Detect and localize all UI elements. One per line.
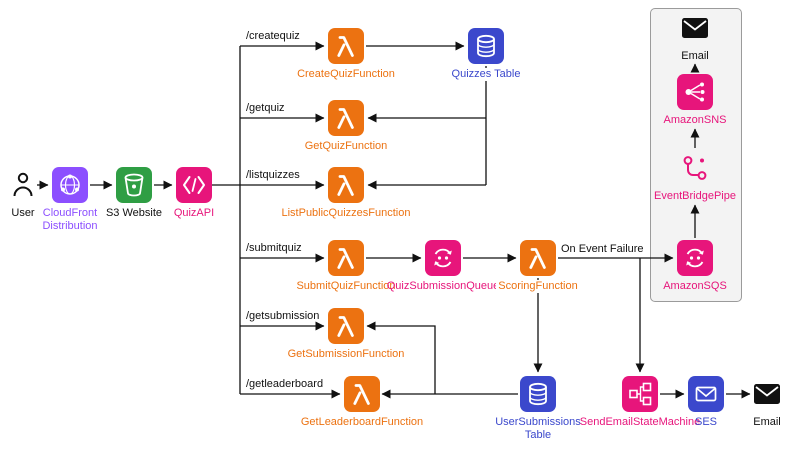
- node-label: S3 Website: [105, 207, 163, 219]
- node-label: SubmitQuizFunction: [296, 280, 396, 292]
- node-label: Email: [753, 416, 781, 428]
- node-scoring-function: ScoringFunction: [488, 240, 588, 293]
- node-label: QuizAPI: [173, 207, 215, 219]
- route-label-createquiz: /createquiz: [246, 30, 300, 42]
- email-icon: [681, 10, 709, 46]
- edge-label-on-event-failure: On Event Failure: [561, 243, 644, 255]
- node-label: ListPublicQuizzesFunction: [281, 207, 411, 219]
- node-quizapi: QuizAPI: [154, 167, 234, 220]
- node-s3-website: S3 Website: [94, 167, 174, 220]
- lambda-icon: [328, 308, 364, 344]
- node-label: CreateQuizFunction: [297, 68, 395, 80]
- ses-icon: [688, 376, 724, 412]
- node-label: EventBridgePipe: [654, 190, 736, 202]
- node-label: CloudFront Distribution: [42, 207, 98, 232]
- node-label: GetLeaderboardFunction: [300, 416, 424, 428]
- cloudfront-icon: [52, 167, 88, 203]
- api-gateway-icon: [176, 167, 212, 203]
- node-user-submissions-table: UserSubmissions Table: [490, 376, 586, 441]
- node-list-public-quizzes-function: ListPublicQuizzesFunction: [271, 167, 421, 220]
- node-label: QuizSubmissionQueue: [386, 280, 500, 292]
- node-get-quiz-function: GetQuizFunction: [286, 100, 406, 153]
- node-get-leaderboard-function: GetLeaderboardFunction: [297, 376, 427, 429]
- node-user: User: [0, 167, 46, 220]
- lambda-icon: [328, 167, 364, 203]
- node-email-failure: Email: [650, 10, 740, 63]
- node-label: Quizzes Table: [449, 68, 523, 81]
- lambda-icon: [328, 100, 364, 136]
- sqs-icon: [677, 240, 713, 276]
- node-label: User: [11, 207, 35, 219]
- node-quizzes-table: Quizzes Table: [436, 28, 536, 81]
- node-label: AmazonSNS: [663, 114, 727, 126]
- node-send-email-state-machine: SendEmailStateMachine: [575, 376, 705, 429]
- node-label: GetQuizFunction: [304, 140, 388, 152]
- dynamodb-icon: [520, 376, 556, 412]
- node-label: Email: [681, 50, 709, 62]
- node-cloudfront-distribution: CloudFront Distribution: [28, 167, 112, 232]
- route-label-getleaderboard: /getleaderboard: [246, 378, 324, 390]
- node-label: ScoringFunction: [496, 280, 580, 293]
- lambda-icon: [520, 240, 556, 276]
- step-functions-icon: [622, 376, 658, 412]
- node-amazon-sqs: AmazonSQS: [650, 240, 740, 293]
- route-label-getsubmission: /getsubmission: [246, 310, 320, 322]
- node-label: UserSubmissions Table: [495, 416, 581, 441]
- lambda-icon: [344, 376, 380, 412]
- sns-icon: [677, 74, 713, 110]
- node-amazon-sns: AmazonSNS: [650, 74, 740, 127]
- node-quiz-submission-queue: QuizSubmissionQueue: [383, 240, 503, 293]
- node-eventbridge-pipe: EventBridgePipe: [650, 150, 740, 203]
- node-email-out: Email: [742, 376, 792, 429]
- s3-bucket-icon: [116, 167, 152, 203]
- node-label: SendEmailStateMachine: [579, 416, 701, 428]
- lambda-icon: [328, 240, 364, 276]
- node-get-submission-function: GetSubmissionFunction: [286, 308, 406, 361]
- lambda-icon: [328, 28, 364, 64]
- node-submit-quiz-function: SubmitQuizFunction: [291, 240, 401, 293]
- route-label-submitquiz: /submitquiz: [246, 242, 302, 254]
- route-label-getquiz: /getquiz: [246, 102, 285, 114]
- node-create-quiz-function: CreateQuizFunction: [286, 28, 406, 81]
- sqs-icon: [425, 240, 461, 276]
- email-icon: [753, 376, 781, 412]
- node-label: AmazonSQS: [663, 280, 727, 292]
- route-label-listquizzes: /listquizzes: [246, 169, 300, 181]
- eventbridge-pipe-icon: [677, 150, 713, 186]
- dynamodb-icon: [468, 28, 504, 64]
- node-label: GetSubmissionFunction: [287, 348, 405, 360]
- node-label: SES: [694, 416, 717, 428]
- node-ses: SES: [676, 376, 736, 429]
